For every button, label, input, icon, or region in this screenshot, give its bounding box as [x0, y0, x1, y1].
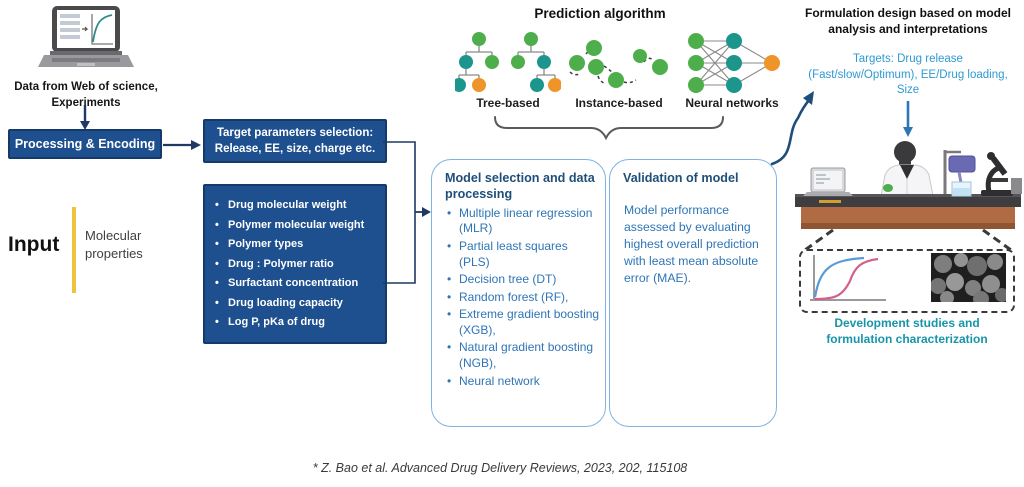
molecular-properties-box: Drug molecular weight Polymer molecular …: [203, 184, 387, 344]
scatter-cluster-icon: [568, 36, 670, 94]
model-selection-panel: Model selection and data processing Mult…: [431, 159, 606, 427]
validation-body: Model performance assessed by evaluating…: [624, 203, 759, 285]
curly-brace-icon: [493, 115, 725, 143]
input-divider: [72, 207, 76, 293]
list-item: Drug : Polymer ratio: [213, 255, 379, 275]
molecular-properties-list: Drug molecular weight Polymer molecular …: [213, 196, 379, 333]
citation-text: * Z. Bao et al. Advanced Drug Delivery R…: [312, 461, 688, 475]
bracket-connector: [383, 119, 433, 291]
input-sublabel: Molecular properties: [85, 228, 143, 261]
arrow-down-icon: [78, 105, 92, 130]
laptop-data-icon: [38, 4, 134, 76]
validation-panel: Validation of model Model performance as…: [609, 159, 777, 427]
formulation-targets: Targets: Drug release (Fast/slow/Optimum…: [808, 53, 1008, 97]
target-parameters-box: Target parameters selection: Release, EE…: [203, 119, 387, 163]
formulation-design-title: Formulation design based on model analys…: [804, 6, 1011, 36]
arrow-down-icon: [901, 101, 915, 137]
target-parameters-line2: Release, EE, size, charge etc.: [214, 143, 376, 155]
algo-label-tree-based: Tree-based: [476, 96, 540, 110]
list-item: Polymer molecular weight: [213, 216, 379, 236]
dashed-zoom-lines: [793, 228, 1023, 252]
list-item: Drug loading capacity: [213, 294, 379, 314]
data-source-label: Data from Web of science, Experiments: [14, 81, 158, 109]
processing-encoding-box: Processing & Encoding: [8, 129, 162, 159]
validation-title: Validation of model: [623, 171, 739, 185]
input-label: Input: [8, 233, 60, 256]
sem-micrograph-icon: [930, 253, 1009, 307]
list-item: Partial least squares (PLS): [446, 239, 601, 270]
model-selection-title: Model selection and data processing: [445, 171, 595, 202]
decision-tree-icon: [452, 30, 562, 94]
curved-arrow-icon: [770, 86, 828, 168]
development-caption: Development studies and formulation char…: [826, 316, 988, 346]
list-item: Multiple linear regression (MLR): [446, 206, 601, 237]
list-item: Drug molecular weight: [213, 196, 379, 216]
list-item: Extreme gradient boosting (XGB),: [446, 307, 601, 338]
target-parameters-line1: Target parameters selection:: [216, 126, 374, 139]
neural-network-icon: [684, 30, 784, 96]
algo-label-instance-based: Instance-based: [575, 96, 663, 110]
list-item: Polymer types: [213, 235, 379, 255]
model-selection-list: Multiple linear regression (MLR) Partial…: [446, 206, 601, 390]
list-item: Decision tree (DT): [446, 272, 601, 288]
list-item: Surfactant concentration: [213, 274, 379, 294]
algo-label-neural-networks: Neural networks: [685, 96, 779, 110]
list-item: Random forest (RF),: [446, 290, 601, 306]
list-item: Natural gradient boosting (NGB),: [446, 340, 601, 371]
list-item: Neural network: [446, 374, 601, 390]
prediction-algorithm-title: Prediction algorithm: [534, 6, 666, 21]
lab-bench-illustration: [793, 138, 1023, 234]
arrow-right-icon: [163, 138, 203, 152]
release-curves-icon: [806, 253, 892, 307]
list-item: Log P, pKa of drug: [213, 313, 379, 333]
